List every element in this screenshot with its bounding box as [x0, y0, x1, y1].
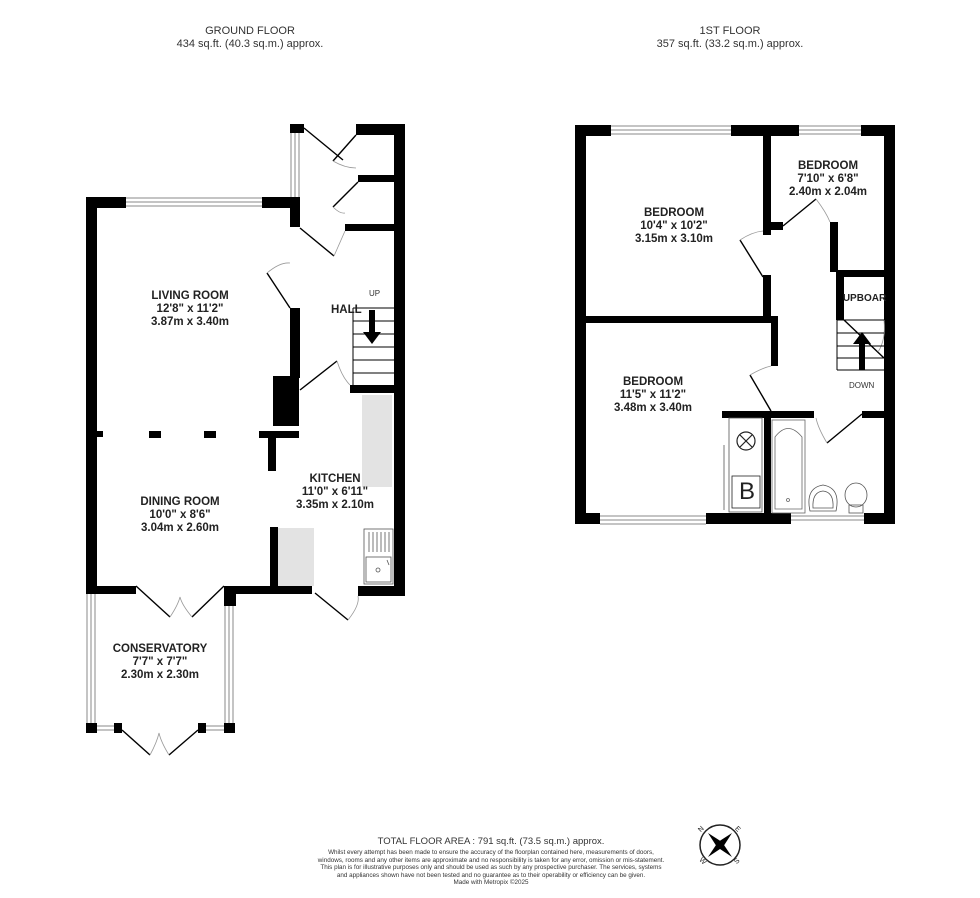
room-dimensions-metric: 2.30m x 2.30m	[120, 669, 199, 681]
cupboard-label: UPBOAR	[841, 292, 888, 305]
room-dimensions-imperial: 7'7" x 7'7"	[132, 656, 188, 668]
hall-label: HALL	[331, 304, 362, 317]
door-swings	[121, 127, 359, 756]
airing-cupboard	[723, 417, 763, 513]
disclaimer: Whilst every attempt has been made to en…	[317, 849, 665, 879]
window	[126, 197, 262, 207]
kitchen-worktop	[362, 395, 392, 487]
room-dimensions-imperial: 10'0" x 8'6"	[149, 509, 211, 521]
bedroom-2-label: BEDROOM 7'10" x 6'8" 2.40m x 2.04m	[778, 160, 878, 199]
room-dimensions-imperial: 12'8" x 11'2"	[156, 303, 224, 315]
first-floor-plan	[575, 125, 895, 525]
compass-s: S	[733, 857, 742, 866]
stairs-arrow-icon	[853, 332, 871, 370]
room-dimensions-imperial: 7'10" x 6'8"	[797, 173, 859, 185]
room-dimensions-imperial: 11'5" x 11'2"	[619, 389, 687, 401]
ground-floor-area: 434 sq.ft. (40.3 sq.m.) approx.	[176, 38, 324, 50]
room-dimensions-metric: 3.35m x 2.10m	[295, 499, 374, 511]
bedroom-1-label: BEDROOM 10'4" x 10'2" 3.15m x 3.10m	[614, 207, 734, 246]
window	[600, 125, 864, 525]
room-name: KITCHEN	[309, 473, 361, 485]
total-floor-area: TOTAL FLOOR AREA : 791 sq.ft. (73.5 sq.m…	[377, 836, 605, 847]
compass-n: N	[697, 825, 706, 834]
living-room-label: LIVING ROOM 12'8" x 11'2" 3.87m x 3.40m	[130, 290, 250, 329]
toilet-icon	[844, 482, 868, 514]
room-name: HALL	[331, 304, 362, 316]
dining-room-label: DINING ROOM 10'0" x 8'6" 3.04m x 2.60m	[120, 496, 240, 535]
sink-icon	[363, 528, 394, 585]
compass-letters: N E S W	[695, 820, 745, 870]
room-dimensions-metric: 2.40m x 2.04m	[788, 186, 867, 198]
made-with-credit: Made with Metropix ©2025	[453, 879, 529, 887]
boiler-label: B	[739, 478, 756, 505]
ground-floor-title: GROUND FLOOR	[205, 25, 295, 37]
room-name: UPBOAR	[842, 293, 887, 304]
compass-e: E	[733, 825, 742, 834]
ground-floor-heading: GROUND FLOOR 434 sq.ft. (40.3 sq.m.) app…	[150, 25, 350, 51]
ground-floor-plan	[86, 124, 405, 756]
basin-icon	[808, 484, 838, 512]
compass-w: W	[697, 856, 708, 867]
bedroom-3-label: BEDROOM 11'5" x 11'2" 3.48m x 3.40m	[593, 376, 713, 415]
room-dimensions-imperial: 10'4" x 10'2"	[640, 220, 708, 232]
window	[86, 594, 234, 731]
room-dimensions-metric: 3.04m x 2.60m	[140, 522, 219, 534]
room-dimensions-imperial: 11'0" x 6'11"	[301, 486, 369, 498]
footer: TOTAL FLOOR AREA : 791 sq.ft. (73.5 sq.m…	[316, 836, 666, 887]
stairs-arrow-icon	[363, 310, 381, 344]
bath-icon	[771, 419, 806, 514]
room-name: DINING ROOM	[140, 496, 220, 508]
window	[290, 133, 300, 197]
stairs-down-label: DOWN	[849, 381, 875, 390]
kitchen-label: KITCHEN 11'0" x 6'11" 3.35m x 2.10m	[280, 473, 390, 512]
room-name: BEDROOM	[622, 376, 684, 388]
room-dimensions-metric: 3.48m x 3.40m	[613, 402, 692, 414]
room-name: BEDROOM	[643, 207, 705, 219]
kitchen-worktop	[278, 528, 314, 586]
room-name: CONSERVATORY	[112, 643, 208, 655]
first-floor-heading: 1ST FLOOR 357 sq.ft. (33.2 sq.m.) approx…	[630, 25, 830, 51]
compass-icon	[699, 824, 741, 866]
first-floor-area: 357 sq.ft. (33.2 sq.m.) approx.	[656, 38, 804, 50]
room-name: BEDROOM	[797, 160, 859, 172]
first-floor-title: 1ST FLOOR	[699, 25, 761, 37]
room-dimensions-metric: 3.15m x 3.10m	[634, 233, 713, 245]
conservatory-label: CONSERVATORY 7'7" x 7'7" 2.30m x 2.30m	[100, 643, 220, 682]
room-name: LIVING ROOM	[151, 290, 229, 302]
room-dimensions-metric: 3.87m x 3.40m	[150, 316, 229, 328]
stairs-up-label: UP	[369, 289, 381, 298]
